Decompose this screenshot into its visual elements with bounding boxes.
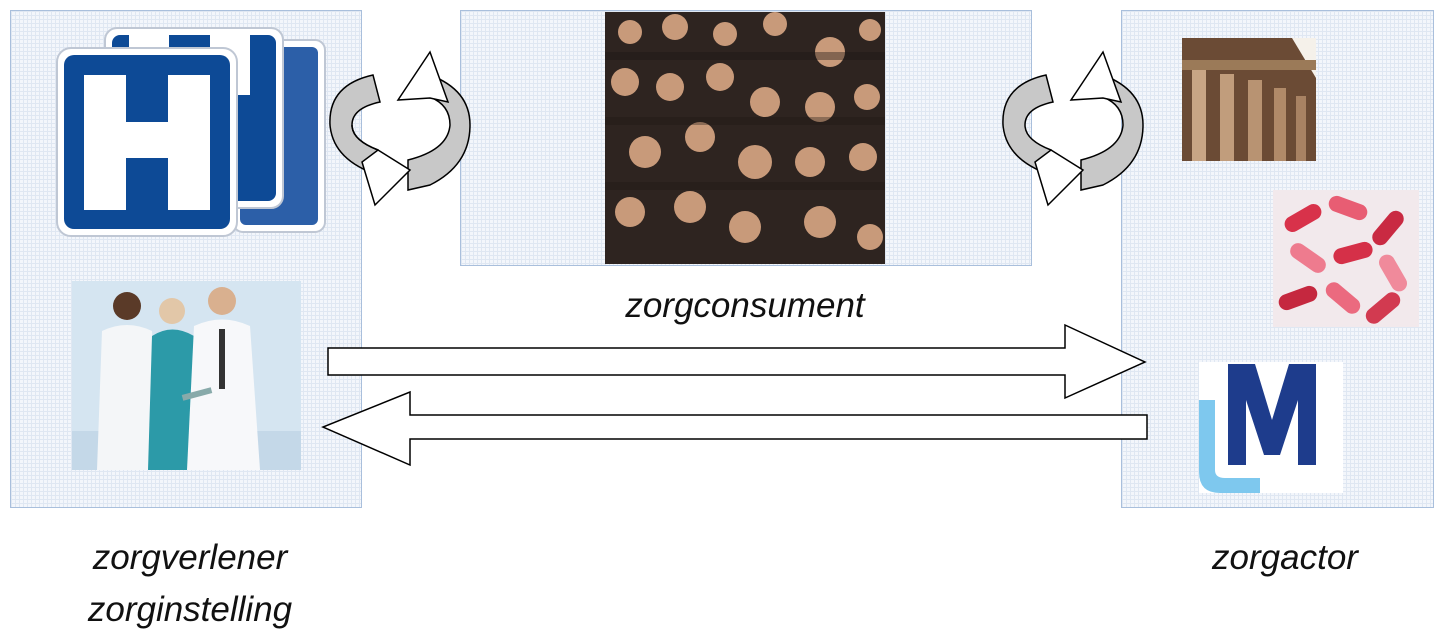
m-logo	[1199, 362, 1343, 493]
crowd-photo	[605, 12, 885, 264]
label-zorgactor: zorgactor	[1212, 538, 1358, 577]
arrow-right	[327, 323, 1147, 400]
arrow-left	[321, 390, 1148, 467]
doctors-photo	[72, 281, 301, 470]
cycle-arrows-right	[1002, 50, 1144, 207]
cycle-arrows-left	[329, 50, 471, 207]
pills-photo	[1273, 190, 1419, 327]
label-zorgconsument: zorgconsument	[625, 286, 865, 325]
label-zorgverlener: zorgverlener	[92, 538, 288, 577]
hospital-sign-logo	[56, 27, 326, 237]
building-pillars-photo	[1182, 38, 1316, 161]
label-zorginstelling: zorginstelling	[87, 590, 293, 629]
crowd-faces	[605, 12, 885, 264]
